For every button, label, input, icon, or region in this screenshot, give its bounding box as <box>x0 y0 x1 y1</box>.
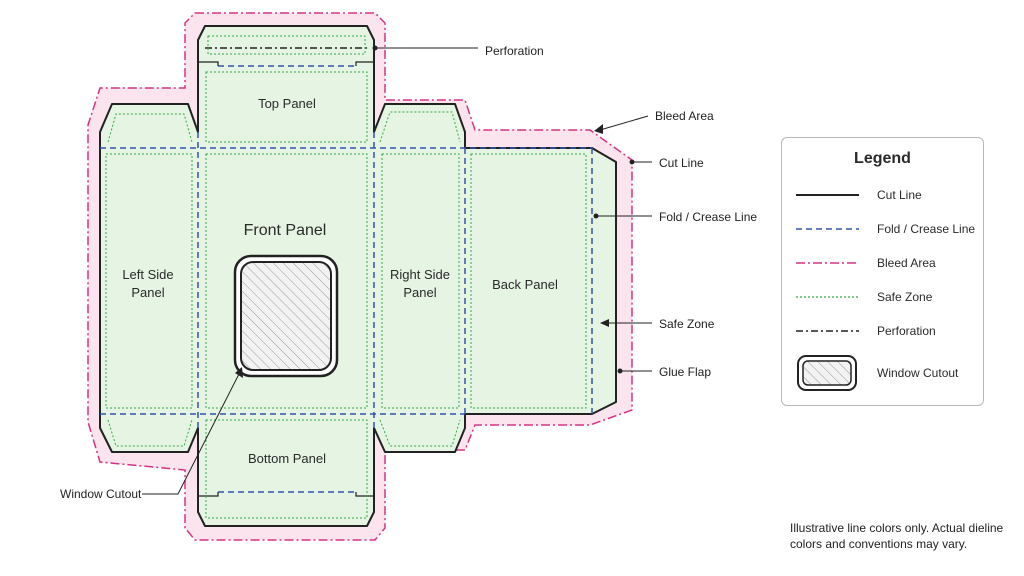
bleed-arrow-icon <box>594 124 603 134</box>
left-side-panel-label-1: Left Side <box>122 267 173 282</box>
right-side-panel-label-1: Right Side <box>390 267 450 282</box>
safe-zone-callout: Safe Zone <box>659 317 715 331</box>
legend-window-swatch-inner <box>802 360 852 386</box>
tuck-notches <box>198 61 374 497</box>
legend: Legend Cut Line Fold / Crease Line Bleed… <box>781 137 984 406</box>
legend-title: Legend <box>854 150 911 167</box>
top-panel-label: Top Panel <box>258 96 316 111</box>
perforation-callout: Perforation <box>485 44 544 58</box>
legend-item-cut-line: Cut Line <box>877 188 922 202</box>
legend-item-bleed-area: Bleed Area <box>877 256 936 270</box>
glue-flap-callout: Glue Flap <box>659 365 711 379</box>
window-cutout-callout: Window Cutout <box>60 487 142 501</box>
back-panel-label: Back Panel <box>492 277 558 292</box>
cut-line-callout: Cut Line <box>659 156 704 170</box>
window-cutout <box>233 254 339 378</box>
window-arrow-icon <box>235 367 243 378</box>
fold-crease-lines <box>100 65 593 493</box>
right-side-panel-label-2: Panel <box>403 285 436 300</box>
front-panel-label: Front Panel <box>244 222 327 239</box>
legend-item-window-cutout: Window Cutout <box>877 366 959 380</box>
dieline-cut-outline <box>99 25 617 527</box>
fold-crease-callout: Fold / Crease Line <box>659 210 757 224</box>
disclaimer-line-2: colors and conventions may vary. <box>790 537 968 551</box>
legend-item-perforation: Perforation <box>877 324 936 338</box>
left-side-panel-label-2: Panel <box>131 285 164 300</box>
legend-item-safe-zone: Safe Zone <box>877 290 933 304</box>
callout-leaders <box>142 47 652 495</box>
disclaimer-line-1: Illustrative line colors only. Actual di… <box>790 521 1004 535</box>
legend-item-fold-crease: Fold / Crease Line <box>877 222 976 236</box>
safe-zone-arrow-icon <box>600 319 609 327</box>
callout-dots <box>372 45 635 374</box>
disclaimer-note: Illustrative line colors only. Actual di… <box>790 520 1003 552</box>
safe-zone-lines <box>105 35 587 519</box>
legend-swatches <box>796 194 859 391</box>
bleed-area-callout: Bleed Area <box>655 109 714 123</box>
bottom-panel-label: Bottom Panel <box>248 451 326 466</box>
